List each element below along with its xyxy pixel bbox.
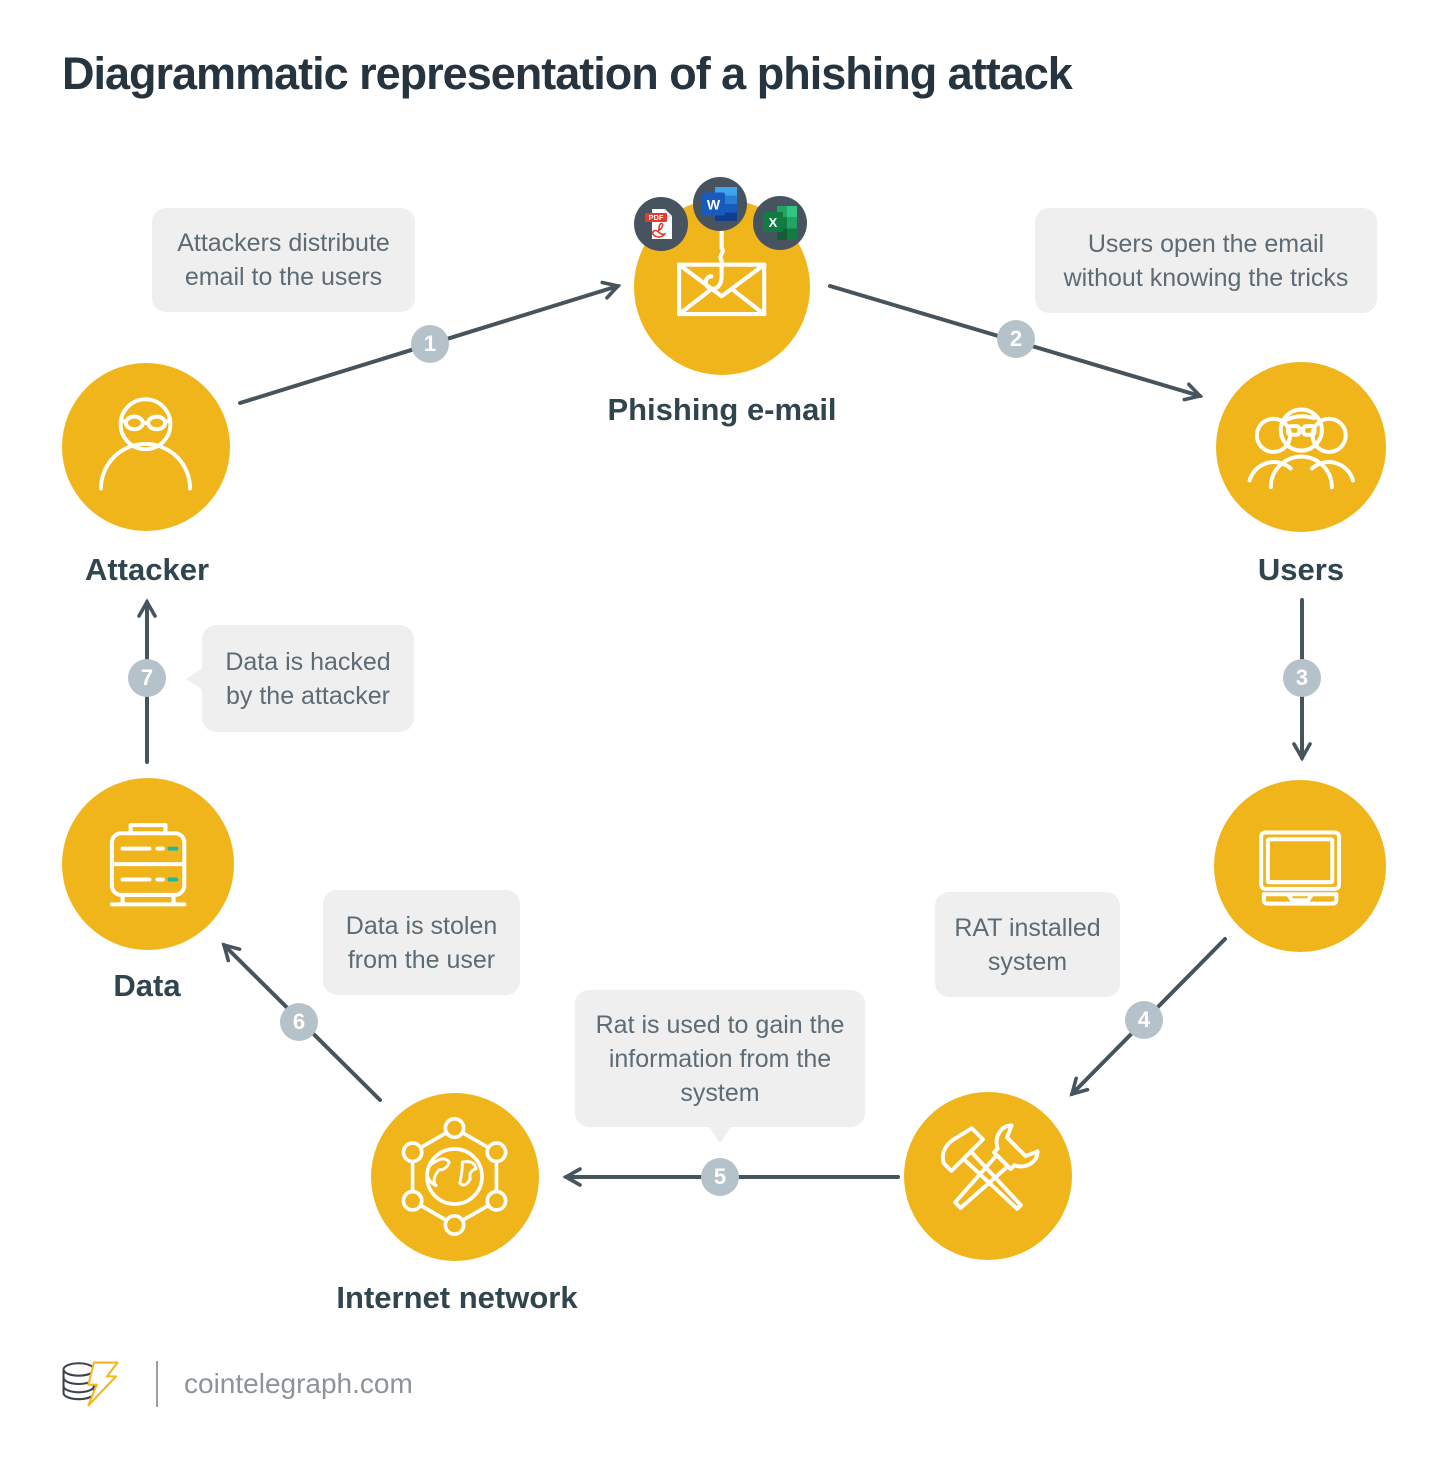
internet-network-node: [371, 1093, 539, 1261]
callout-step-1: Attackers distribute email to the users: [152, 208, 415, 312]
internet-network-label: Internet network: [336, 1280, 578, 1315]
excel-file-icon: X: [753, 196, 807, 250]
masked-attacker-icon: [99, 397, 193, 491]
step-badge-1: 1: [411, 325, 449, 363]
attacker-node: [62, 363, 230, 531]
laptop-icon: [1259, 830, 1341, 906]
cointelegraph-logo: [62, 1361, 119, 1407]
page-title: Diagrammatic representation of a phishin…: [62, 48, 1073, 99]
step-badge-5: 5: [701, 1158, 739, 1196]
callout-step-2: Users open the email without knowing the…: [1035, 208, 1377, 313]
users-label: Users: [1257, 552, 1345, 587]
word-label: W: [707, 197, 721, 213]
footer-divider: [156, 1361, 158, 1407]
infected-system-node: [1214, 780, 1386, 952]
callout-step-7: Data is hacked by the attacker: [202, 625, 414, 732]
step-badge-2: 2: [997, 320, 1035, 358]
attacker-label: Attacker: [84, 552, 210, 587]
excel-label: X: [769, 215, 778, 230]
data-label: Data: [113, 968, 181, 1003]
footer: cointelegraph.com: [58, 1352, 413, 1416]
data-node: [62, 778, 234, 950]
rat-tools-node: [904, 1092, 1072, 1260]
server-icon: [109, 823, 187, 907]
step-badge-6: 6: [280, 1003, 318, 1041]
step-badge-4: 4: [1125, 1001, 1163, 1039]
user-group-icon: [1247, 407, 1355, 489]
footer-site: cointelegraph.com: [184, 1368, 413, 1399]
step-badge-7: 7: [128, 659, 166, 697]
pdf-file-icon: PDF: [634, 197, 688, 251]
envelope-fishhook-icon: [677, 205, 767, 317]
phishing-email-label: Phishing e-mail: [607, 392, 837, 427]
users-node: [1216, 362, 1386, 532]
callout-step-6: Data is stolen from the user: [323, 890, 520, 995]
callout-step-5: Rat is used to gain the information from…: [575, 990, 865, 1127]
globe-network-icon: [402, 1117, 508, 1237]
word-file-icon: W: [693, 177, 747, 231]
hammer-wrench-icon: [941, 1124, 1040, 1212]
step-badge-3: 3: [1283, 659, 1321, 697]
pdf-label: PDF: [649, 213, 664, 222]
callout-step-4: RAT installed system: [935, 892, 1120, 997]
